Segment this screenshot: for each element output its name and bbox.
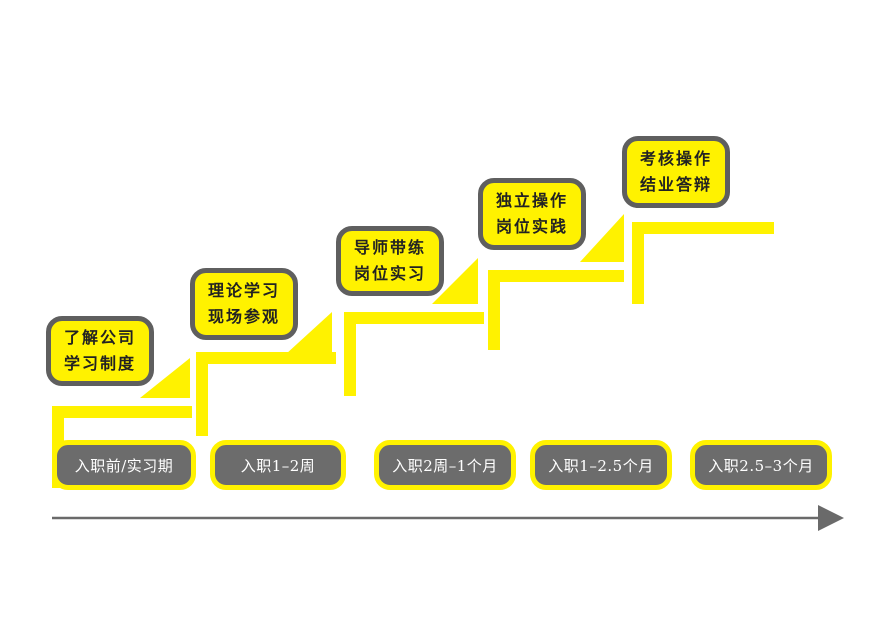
- step-1-tread: [52, 406, 192, 418]
- step-3-tread: [344, 312, 484, 324]
- period-pill-5: 入职2.5–3个月: [690, 440, 832, 490]
- task-5-line-2: 结业答辩: [639, 175, 712, 194]
- task-box-5: 考核操作 结业答辩: [622, 136, 730, 208]
- step-3-ramp: [432, 258, 478, 304]
- period-pill-2: 入职1–2周: [210, 440, 346, 490]
- step-5-riser: [632, 222, 644, 304]
- task-2-line-2: 现场参观: [207, 307, 280, 326]
- step-4-ramp: [580, 214, 624, 262]
- task-box-1: 了解公司 学习制度: [46, 316, 154, 386]
- timeline-arrow-head: [818, 505, 844, 531]
- period-pill-4: 入职1–2.5个月: [530, 440, 672, 490]
- task-3-line-2: 岗位实习: [353, 264, 426, 283]
- task-1-line-1: 了解公司: [63, 328, 136, 347]
- staircase-steps: [52, 214, 774, 488]
- step-2-riser: [196, 352, 208, 436]
- task-4-line-2: 岗位实践: [495, 217, 568, 236]
- task-3-line-1: 导师带练: [353, 238, 426, 257]
- step-3-riser: [344, 312, 356, 396]
- step-1-ramp: [140, 358, 190, 398]
- step-2-ramp: [286, 312, 332, 354]
- task-box-2: 理论学习 现场参观: [190, 268, 298, 340]
- step-5-tread: [632, 222, 774, 234]
- task-4-line-1: 独立操作: [495, 191, 568, 210]
- step-4-tread: [488, 270, 624, 282]
- timeline-arrow: [52, 505, 844, 531]
- task-1-line-2: 学习制度: [63, 354, 136, 373]
- step-2-tread: [196, 352, 336, 364]
- task-box-4: 独立操作 岗位实践: [478, 178, 586, 250]
- task-2-line-1: 理论学习: [207, 281, 280, 300]
- period-pill-3: 入职2周–1个月: [374, 440, 516, 490]
- task-5-line-1: 考核操作: [639, 149, 712, 168]
- task-box-3: 导师带练 岗位实习: [336, 226, 444, 296]
- step-4-riser: [488, 270, 500, 350]
- period-pill-1: 入职前/实习期: [52, 440, 196, 490]
